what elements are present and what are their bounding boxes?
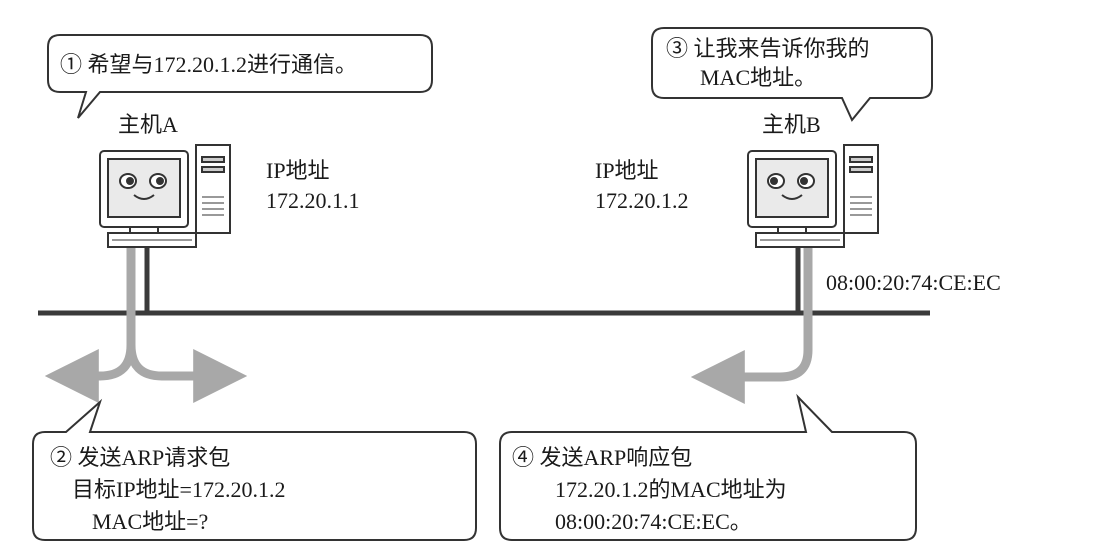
bubble-step4-line1: ④ 发送ARP响应包 <box>512 445 692 470</box>
arp-reply-arrow <box>690 245 813 404</box>
bubble-step1 <box>47 34 433 119</box>
bubble-step3-line2: MAC地址。 <box>700 65 816 90</box>
bubble-step4-line3: 08:00:20:74:CE:EC。 <box>555 509 752 534</box>
host-b-ip: 172.20.1.2 <box>595 188 689 213</box>
bubble-step2-line2: 目标IP地址=172.20.1.2 <box>72 477 285 502</box>
host-a-label: 主机A <box>118 112 178 137</box>
host-b-computer <box>747 144 879 248</box>
bubble-step2-line1: ② 发送ARP请求包 <box>50 445 230 470</box>
bubble-step4 <box>499 393 917 541</box>
bubble-step2-line3: MAC地址=? <box>92 509 208 534</box>
host-b-label: 主机B <box>762 112 821 137</box>
host-a-ip-label: IP地址 <box>266 158 330 183</box>
bubble-step4-line2: 172.20.1.2的MAC地址为 <box>555 477 787 502</box>
host-b-ip-label: IP地址 <box>595 158 659 183</box>
host-b-mac: 08:00:20:74:CE:EC <box>826 270 1001 295</box>
bubble-step2 <box>32 398 477 541</box>
host-a-computer <box>99 144 231 248</box>
bubble-step3 <box>651 27 933 122</box>
arp-request-arrow <box>44 245 248 403</box>
host-a-ip: 172.20.1.1 <box>266 188 360 213</box>
bubble-step1-line1: ① 希望与172.20.1.2进行通信。 <box>60 52 357 77</box>
bubble-step3-line1: ③ 让我来告诉你我的 <box>666 36 870 61</box>
